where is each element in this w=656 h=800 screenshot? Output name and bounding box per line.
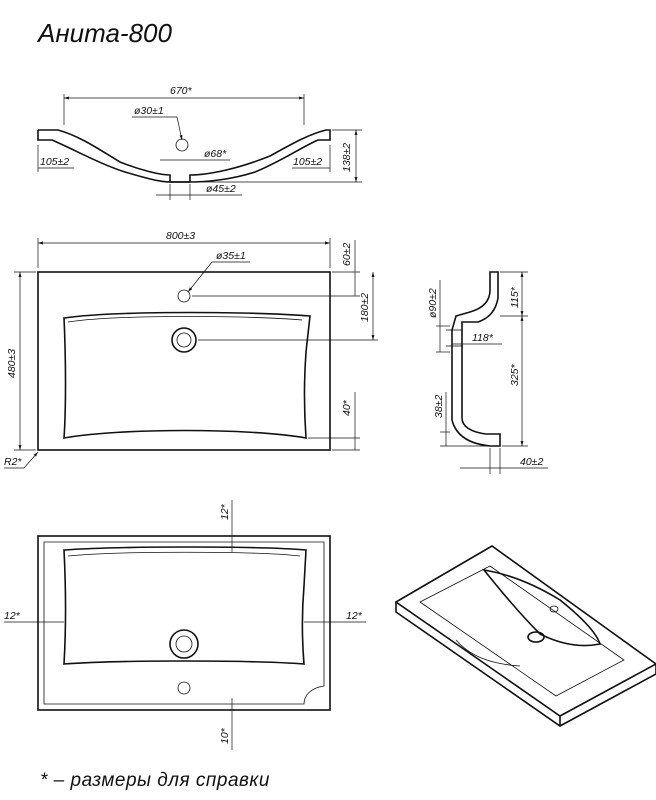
bottom-view: 12* 12* 12* 10* (4, 500, 366, 750)
side-section-view: ø90±2 118* 115* 325* 38±2 40±2 (427, 271, 548, 474)
plan-radius-label: R2* (4, 456, 22, 468)
top-section-view: 670* ø30±1 ø68* ø45±2 105±2 105±2 138±2 (37, 85, 362, 200)
side-bottom-step-label: 38±2 (433, 395, 445, 418)
plan-view: 800±3 ø35±1 60±2 180±2 40* 480±3 R2* (4, 230, 378, 469)
top-drain-bottom-label: ø45±2 (206, 183, 236, 195)
bottom-left-gap-label: 12* (4, 610, 21, 622)
side-thickness-label: 40±2 (520, 456, 543, 468)
side-overflow-label: ø90±2 (427, 288, 439, 318)
bottom-right-gap-label: 12* (346, 610, 363, 622)
plan-width-label: 800±3 (166, 230, 195, 242)
top-hole-label: ø30±1 (134, 105, 164, 117)
plan-hole-label: ø35±1 (216, 250, 246, 262)
side-drain-depth-label: 118* (472, 332, 494, 344)
product-title: Анита-800 (36, 18, 173, 48)
bottom-bottom-gap-label: 10* (219, 727, 231, 744)
top-width-label: 670* (170, 85, 193, 97)
top-rim-left-label: 105±2 (40, 156, 69, 168)
plan-height-label: 480±3 (6, 349, 18, 378)
top-drain-label: ø68* (204, 148, 227, 160)
top-height-label: 138±2 (341, 143, 353, 172)
plan-front-rim-label: 40* (341, 399, 353, 416)
isometric-view (394, 545, 656, 727)
top-rim-right-label: 105±2 (293, 156, 322, 168)
bottom-top-gap-label: 12* (219, 503, 231, 520)
side-depth-label: 325* (509, 363, 521, 386)
plan-drain-offset-label: 180±2 (359, 293, 371, 322)
reference-note: * – размеры для справки (40, 770, 270, 791)
plan-hole-offset-label: 60±2 (341, 243, 353, 266)
side-top-rim-label: 115* (509, 286, 521, 308)
